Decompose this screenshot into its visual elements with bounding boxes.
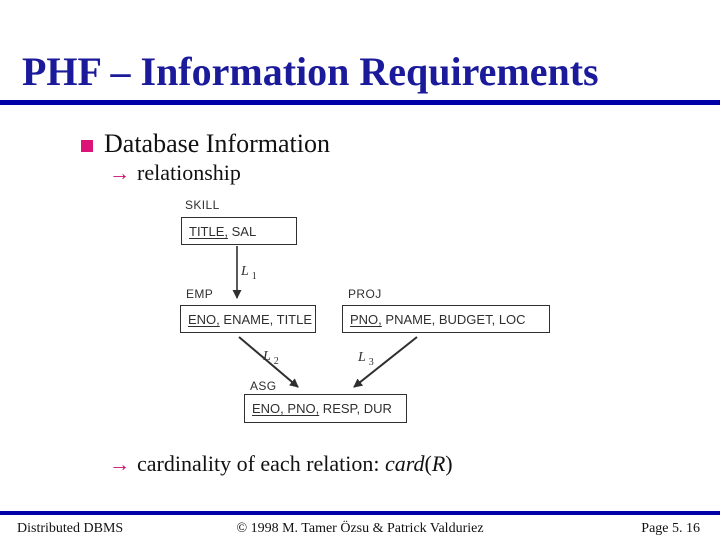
relation-label-asg: ASG xyxy=(250,379,277,393)
relation-label-skill: SKILL xyxy=(185,198,220,212)
footer-divider xyxy=(0,511,720,515)
card-function: card xyxy=(385,451,425,476)
key-attribute: ENO, PNO, xyxy=(252,401,320,416)
relation-label-emp: EMP xyxy=(186,287,214,301)
other-attributes: PNAME, BUDGET, LOC xyxy=(381,311,526,327)
sub-bullet-relationship: relationship xyxy=(137,160,241,185)
key-attribute: TITLE, xyxy=(189,223,229,239)
footer-copyright: © 1998 M. Tamer Özsu & Patrick Valduriez xyxy=(236,521,484,536)
relation-variable: R xyxy=(431,451,446,476)
page-title: PHF – Information Requirements xyxy=(22,49,599,94)
key-attribute: ENO, xyxy=(188,311,220,327)
arrow-icon: → xyxy=(109,161,130,185)
other-attributes: ENAME, TITLE xyxy=(219,311,313,327)
footer-course-name: Distributed DBMS xyxy=(17,521,124,536)
title-divider xyxy=(0,100,720,105)
bullet-square-icon xyxy=(81,140,93,152)
sub-bullet-cardinality: cardinality of each relation: card(R) xyxy=(137,451,453,476)
bullet-database-information: Database Information xyxy=(104,129,330,158)
relation-box-proj: PNO, PNAME, BUDGET, LOC xyxy=(342,305,550,333)
other-attributes: RESP, DUR xyxy=(319,401,392,416)
relation-box-skill: TITLE, SAL xyxy=(181,217,297,245)
cardinality-text: cardinality of each relation: xyxy=(137,451,385,476)
relation-box-asg: ENO, PNO, RESP, DUR xyxy=(244,394,407,423)
relation-box-emp: ENO, ENAME, TITLE xyxy=(180,305,316,333)
key-attribute: PNO, xyxy=(350,311,382,327)
arrow-icon: → xyxy=(109,452,130,476)
footer-page-number: Page 5. 16 xyxy=(641,521,700,536)
relation-label-proj: PROJ xyxy=(348,287,382,301)
other-attributes: SAL xyxy=(228,223,257,239)
